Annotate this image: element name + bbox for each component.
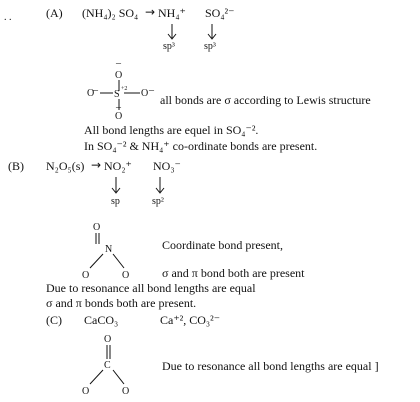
- carbonate-o-right: O: [122, 386, 129, 397]
- section-a-hybridization-1: sp³: [163, 41, 175, 52]
- section-b-reactant: N₂O₅(s): [46, 159, 85, 173]
- section-b-ion-nitronium: NO₂⁺: [104, 159, 132, 173]
- section-c-note: Due to resonance all bond lengths are eq…: [162, 359, 379, 373]
- section-a-reactant: (NH₄)₂ SO₄: [82, 6, 139, 20]
- lewis-structure-note: all bonds are σ according to Lewis struc…: [160, 93, 371, 107]
- section-b-hybridization-1: sp: [111, 196, 120, 207]
- section-b-ion-nitrate: NO₃⁻: [153, 159, 181, 173]
- sulfate-s-charge: +2: [121, 86, 127, 92]
- sulfate-bottom-minus: –: [115, 102, 122, 113]
- section-a-arrow: →: [145, 5, 156, 19]
- sulfate-left-minus: –: [92, 85, 99, 96]
- carbonate-o-top: O: [104, 334, 111, 345]
- nitrate-o-right: O: [122, 270, 129, 281]
- section-b-line-2: σ and π bonds both are present.: [46, 296, 197, 310]
- sulfate-right-minus: –: [148, 85, 155, 96]
- sulfate-o-left: O: [87, 88, 94, 99]
- section-b-arrow: →: [91, 158, 102, 172]
- sulfate-o-right: O: [141, 88, 148, 99]
- section-c-label: (C): [46, 313, 62, 327]
- section-c-compound: CaCO₃: [84, 313, 119, 327]
- sulfate-s-atom: S: [114, 89, 120, 100]
- section-a-ion-sulfate: SO₄²⁻: [205, 6, 235, 20]
- carbonate-c-atom: C: [104, 360, 111, 371]
- sulfate-top-minus: –: [115, 58, 122, 69]
- section-a-hybrid-arrows: [167, 24, 217, 40]
- section-b-note-2: σ and π bond both are present: [162, 266, 305, 280]
- carbonate-o-left: O: [82, 386, 89, 397]
- section-a-line-1: All bond lengths are equel in SO₄⁻².: [84, 123, 259, 137]
- sulfate-o-bottom: O: [115, 111, 122, 122]
- section-b-note-1: Coordinate bond present,: [162, 238, 283, 252]
- section-a-hybridization-2: sp³: [204, 41, 216, 52]
- section-b-hybridization-2: sp²: [152, 196, 164, 207]
- nitrate-o-top: O: [93, 222, 100, 233]
- section-c-ions: Ca⁺², CO₃²⁻: [160, 313, 221, 327]
- nitrate-n-atom: N: [105, 244, 112, 255]
- section-a-line-2: In SO₄⁻² & NH₄⁺ co-ordinate bonds are pr…: [84, 139, 318, 153]
- section-a-label: (A): [46, 6, 63, 20]
- section-b-line-1: Due to resonance all bond lengths are eq…: [46, 281, 256, 295]
- sulfate-o-top: O: [115, 70, 122, 81]
- section-b-label: (B): [8, 159, 24, 173]
- nitrate-o-left: O: [82, 270, 89, 281]
- section-a-ion-ammonium: NH₄⁺: [158, 6, 186, 20]
- margin-mark: . .: [4, 12, 12, 23]
